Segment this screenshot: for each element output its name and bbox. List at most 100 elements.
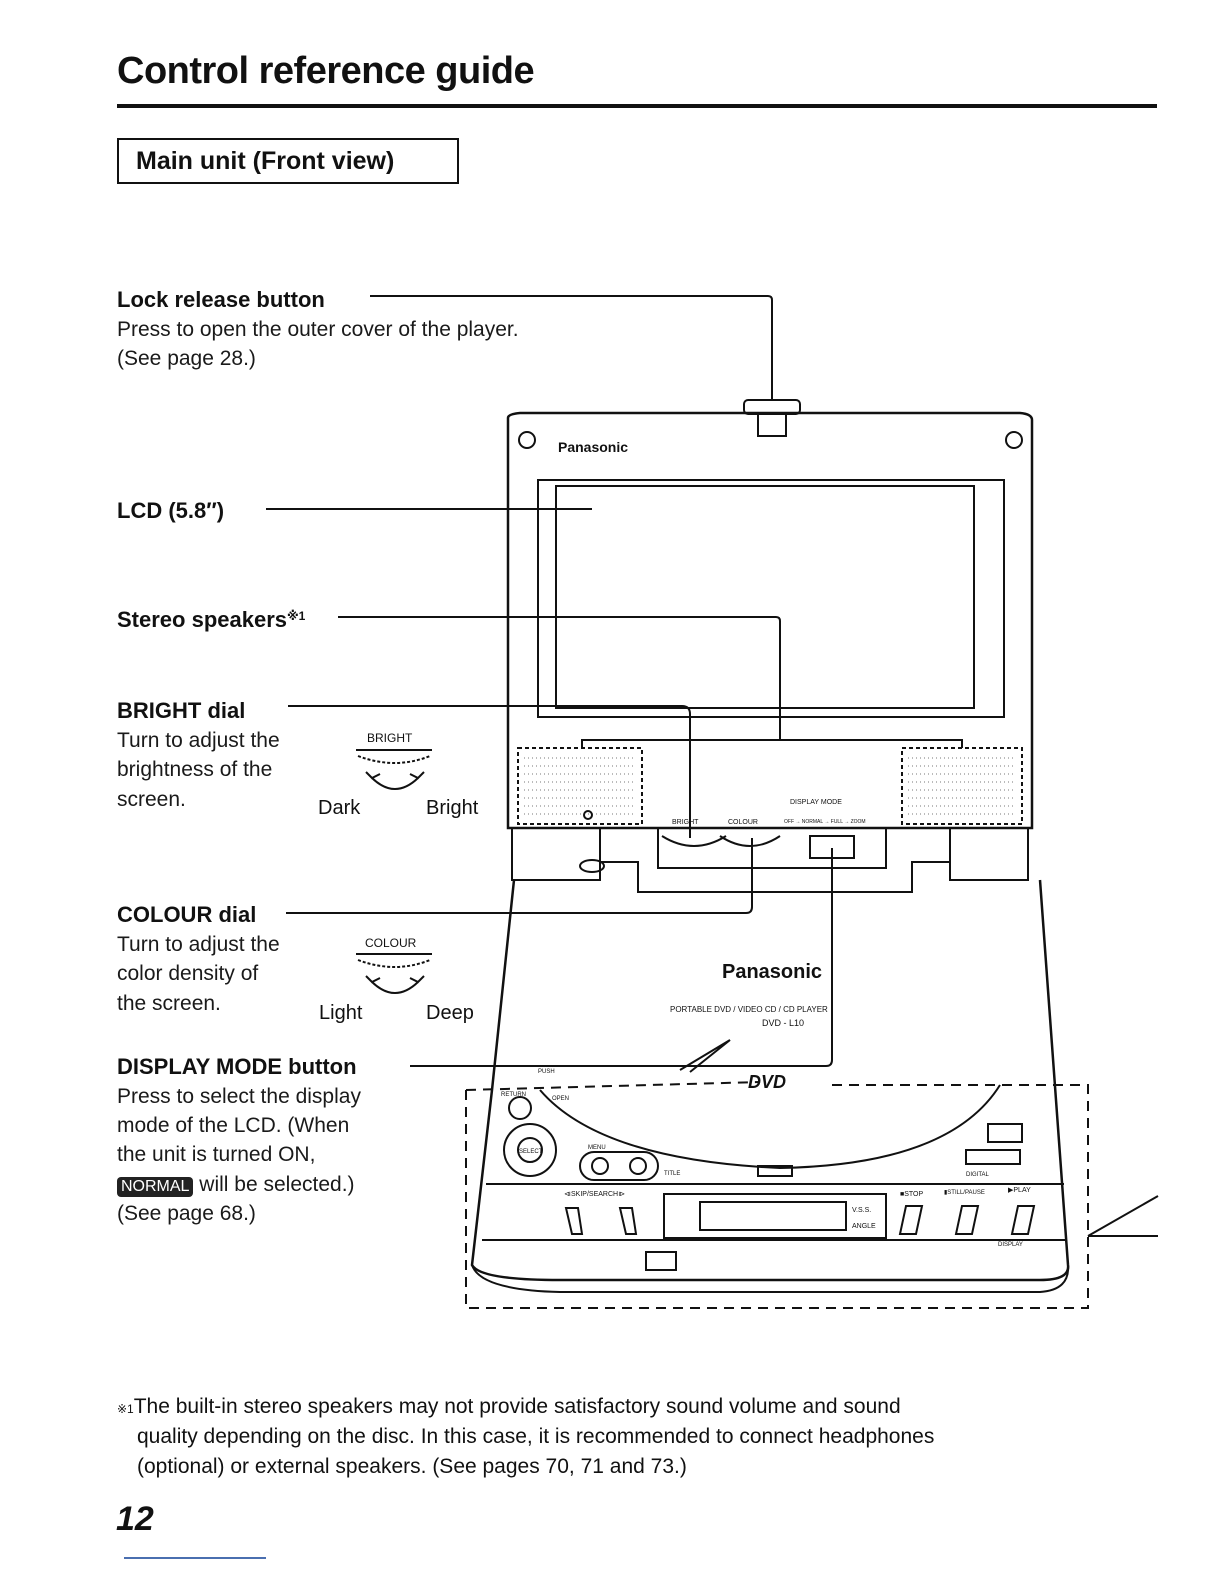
play-label: ▶PLAY [1008,1187,1031,1194]
brand-top: Panasonic [558,439,628,455]
lock-release-desc-2: (See page 28.) [117,347,256,370]
display-mode-desc-4-text: will be selected.) [193,1173,355,1196]
return-label: RETURN [501,1092,526,1098]
bright-dial-icon-label: BRIGHT [367,731,413,745]
display-mode-leader [410,848,833,1067]
colour-scale-deep: Deep [426,1002,474,1024]
speakers-label-text: Stereo speakers [117,607,287,632]
pause-button [954,1205,980,1235]
front-latch [645,1251,677,1271]
skip-forward-button [618,1207,638,1235]
return-button [508,1096,532,1120]
hinge-right [949,828,1029,881]
footnote-line-1: ※1The built-in stereo speakers may not p… [117,1392,1117,1422]
page-number: 12 [116,1500,154,1538]
bright-dial [661,835,727,847]
lcd-inner [555,485,975,709]
normal-badge: NORMAL [117,1177,194,1197]
bright-dial-desc-2: brightness of the [117,758,273,781]
speaker-left [517,747,643,825]
open-label: OPEN [552,1096,569,1102]
colour-dial-desc-2: color density of [117,962,259,985]
lid-latch [757,1165,793,1177]
lock-release-latch [757,413,787,437]
hinge-left [511,828,601,881]
footnote: ※1The built-in stereo speakers may not p… [117,1392,1117,1482]
lid-indicator [583,810,593,820]
lock-release-leader [370,295,773,400]
bright-dial-desc-1: Turn to adjust the [117,729,280,752]
lock-release-label: Lock release button [117,287,325,312]
hinge-knob [579,859,605,873]
front-display-inner [699,1201,847,1231]
lcd-label: LCD (5.8″) [117,498,225,523]
model-line-2: DVD - L10 [762,1018,804,1028]
colour-dial-icon-label: COLOUR [365,936,417,950]
colour-dial-desc-1: Turn to adjust the [117,933,280,956]
title-rule [117,104,1157,108]
bright-dial-desc-3: screen. [117,788,186,811]
stop-button [898,1205,924,1235]
menu-title-button [579,1151,659,1181]
panel-bright-label: BRIGHT [672,819,699,826]
colour-dial-desc-3: the screen. [117,992,221,1015]
title-button [629,1157,647,1175]
display-label: DISPLAY [998,1242,1023,1248]
dvd-logo: DVD [748,1072,786,1092]
display-mode-label: DISPLAY MODE button [117,1054,357,1079]
page-title: Control reference guide [117,50,535,92]
menu-label: MENU [588,1145,606,1151]
display-mode-desc-5: (See page 68.) [117,1202,256,1225]
detail-frame [465,1084,1089,1309]
bright-scale-bright: Bright [426,797,479,819]
brand-body: Panasonic [722,961,822,983]
device-base-edge [471,1264,1070,1293]
bright-dial-label: BRIGHT dial [117,698,246,723]
footnote-mark: ※1 [117,1402,134,1416]
cd-logo [987,1123,1023,1143]
model-line-1: PORTABLE DVD / VIDEO CD / CD PLAYER [670,1005,828,1014]
bright-dial-icon [356,749,432,790]
skip-search-label: ⧏SKIP/SEARCH⧐ [564,1191,625,1198]
title-label: TITLE [664,1171,680,1177]
still-pause-label: ▮STILL/PAUSE [944,1190,985,1196]
select-label: SELECT [519,1149,543,1155]
colour-dial-label: COLOUR dial [117,902,257,927]
colour-dial [719,835,781,847]
skip-back-button [564,1207,584,1235]
bright-leader [288,705,691,838]
speakers-bracket [581,739,963,748]
push-label: PUSH [538,1069,555,1075]
vss-label: V.S.S. [852,1207,871,1214]
lock-release-desc-1: Press to open the outer cover of the pla… [117,318,519,341]
menu-button [591,1157,609,1175]
select-pad [503,1123,557,1177]
colour-dial-icon [356,953,432,994]
section-heading: Main unit (Front view) [117,138,459,184]
hinge-bar [600,861,950,893]
select-center [517,1137,543,1163]
panel-modes-label: OFF → NORMAL → FULL → ZOOM [784,819,866,825]
bottom-rule [124,1557,266,1559]
panel-display-mode-label: DISPLAY MODE [790,799,842,806]
open-arrow-icon [679,1039,731,1073]
play-button [1010,1205,1036,1235]
display-mode-desc-2: mode of the LCD. (When [117,1114,350,1137]
display-mode-desc-3: the unit is turned ON, [117,1143,316,1166]
speakers-footnote-mark: ※1 [287,609,306,623]
display-mode-desc-4: NORMAL will be selected.) [117,1170,355,1199]
colour-leader [286,838,753,914]
speaker-right [901,747,1023,825]
bright-scale-dark: Dark [318,797,361,819]
device-lid [506,411,1034,830]
control-strip [657,827,887,869]
footnote-line-3: (optional) or external speakers. (See pa… [137,1455,687,1478]
stop-label: ■STOP [900,1191,923,1198]
colour-scale-light: Light [319,1002,363,1024]
detail-frame-top [465,1081,761,1091]
dolby-logo [965,1149,1021,1165]
device-body [470,879,1070,1282]
display-mode-desc-1: Press to select the display [117,1085,361,1108]
lid-screw-left [518,431,536,449]
